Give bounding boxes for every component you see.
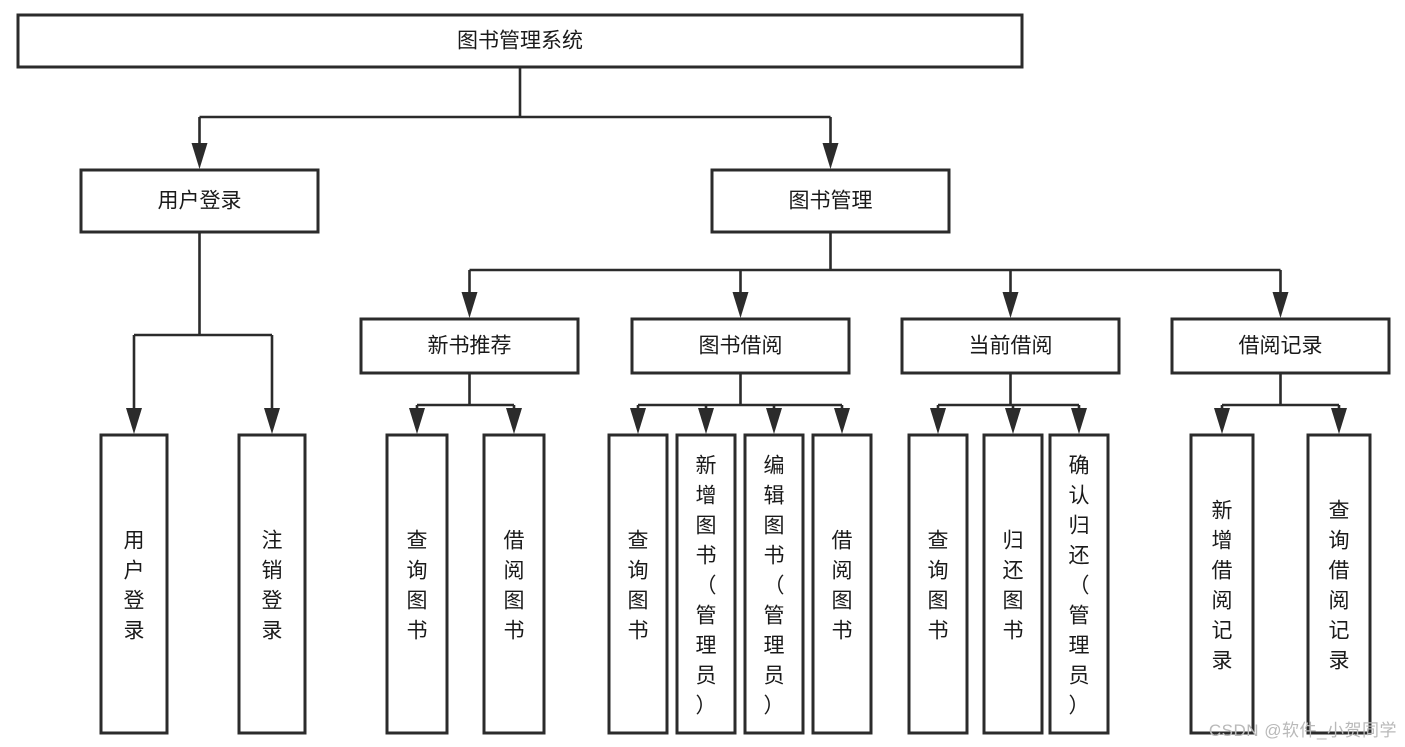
node-label: 新书推荐 <box>428 335 512 358</box>
node-box[interactable] <box>1189 433 1255 735</box>
node-box[interactable] <box>359 317 580 375</box>
node-leaf-edit-book[interactable]: 编辑图书（管理员） <box>743 433 805 735</box>
node-box[interactable] <box>1048 433 1110 735</box>
connector-group-bookmanage-to-level3 <box>461 232 1289 318</box>
node-leaf-query-record[interactable]: 查询借阅记录 <box>1306 433 1372 735</box>
arrow-head-icon <box>506 408 522 434</box>
node-user-login[interactable]: 用户登录 <box>79 168 320 234</box>
node-box[interactable] <box>607 433 669 735</box>
node-label: 用户登录 <box>158 190 242 213</box>
node-box[interactable] <box>1170 317 1391 375</box>
node-label: 归还图书 <box>1003 529 1024 642</box>
node-box[interactable] <box>630 317 851 375</box>
node-leaf-logout[interactable]: 注销登录 <box>237 433 307 735</box>
node-box[interactable] <box>1306 433 1372 735</box>
node-box[interactable] <box>811 433 873 735</box>
node-leaf-confirm-return[interactable]: 确认归还（管理员） <box>1048 433 1110 735</box>
arrow-head-icon <box>126 408 142 434</box>
node-label: 借阅图书 <box>504 529 525 642</box>
arrow-head-icon <box>1071 408 1087 434</box>
node-box[interactable] <box>907 433 969 735</box>
connector-group-currentborrow-to-leaves <box>930 373 1087 434</box>
node-label: 新增图书（管理员） <box>696 454 717 717</box>
node-book-manage[interactable]: 图书管理 <box>710 168 951 234</box>
arrow-head-icon <box>930 408 946 434</box>
arrow-head-icon <box>630 408 646 434</box>
node-label: 当前借阅 <box>969 335 1053 358</box>
node-book-borrow[interactable]: 图书借阅 <box>630 317 851 375</box>
arrow-head-icon <box>461 292 478 318</box>
connector-group-newbookrec-to-leaves <box>409 373 522 434</box>
connector-group-userlogin-to-leaves <box>126 232 280 434</box>
arrow-head-icon <box>1214 408 1230 434</box>
arrow-head-icon <box>1005 408 1021 434</box>
connector-group-bookborrow-to-leaves <box>630 373 850 434</box>
node-leaf-query-book-2[interactable]: 查询图书 <box>607 433 669 735</box>
node-leaf-query-book-3[interactable]: 查询图书 <box>907 433 969 735</box>
node-borrow-record[interactable]: 借阅记录 <box>1170 317 1391 375</box>
node-label: 编辑图书（管理员） <box>764 454 785 717</box>
arrow-head-icon <box>1272 292 1289 318</box>
node-current-borrow[interactable]: 当前借阅 <box>900 317 1121 375</box>
node-box[interactable] <box>79 168 320 234</box>
node-label: 图书借阅 <box>699 335 783 358</box>
node-leaf-add-book[interactable]: 新增图书（管理员） <box>675 433 737 735</box>
arrow-head-icon <box>1002 292 1019 318</box>
node-label: 确认归还（管理员） <box>1069 454 1090 717</box>
node-leaf-user-login[interactable]: 用户登录 <box>99 433 169 735</box>
node-label: 用户登录 <box>124 529 145 642</box>
node-root[interactable]: 图书管理系统 <box>16 13 1024 69</box>
watermark-label: CSDN @软件_小贺同学 <box>1208 721 1397 740</box>
node-box[interactable] <box>982 433 1044 735</box>
node-leaf-return-book[interactable]: 归还图书 <box>982 433 1044 735</box>
node-label: 查询图书 <box>407 529 428 642</box>
connector-layer <box>126 67 1347 434</box>
node-box[interactable] <box>99 433 169 735</box>
node-leaf-query-book-1[interactable]: 查询图书 <box>385 433 449 735</box>
node-leaf-borrow-book-1[interactable]: 借阅图书 <box>482 433 546 735</box>
connector-group-root-to-level2 <box>191 67 839 169</box>
node-box[interactable] <box>710 168 951 234</box>
node-label: 查询图书 <box>928 529 949 642</box>
node-label: 图书管理系统 <box>457 30 583 53</box>
connector-group-borrowrecord-to-leaves <box>1214 373 1347 434</box>
arrow-head-icon <box>191 143 208 169</box>
arrow-head-icon <box>698 408 714 434</box>
node-label: 新增借阅记录 <box>1212 499 1233 672</box>
node-leaf-add-record[interactable]: 新增借阅记录 <box>1189 433 1255 735</box>
node-layer: 图书管理系统用户登录图书管理新书推荐图书借阅当前借阅借阅记录用户登录注销登录查询… <box>16 13 1391 735</box>
node-box[interactable] <box>16 13 1024 69</box>
arrow-head-icon <box>766 408 782 434</box>
arrow-head-icon <box>409 408 425 434</box>
node-box[interactable] <box>675 433 737 735</box>
node-box[interactable] <box>237 433 307 735</box>
arrow-head-icon <box>834 408 850 434</box>
node-label: 查询借阅记录 <box>1329 499 1350 672</box>
node-box[interactable] <box>900 317 1121 375</box>
node-leaf-borrow-book-2[interactable]: 借阅图书 <box>811 433 873 735</box>
node-label: 注销登录 <box>262 529 283 642</box>
node-box[interactable] <box>482 433 546 735</box>
arrow-head-icon <box>264 408 280 434</box>
node-new-book-rec[interactable]: 新书推荐 <box>359 317 580 375</box>
node-box[interactable] <box>743 433 805 735</box>
node-label: 查询图书 <box>628 529 649 642</box>
node-label: 借阅记录 <box>1239 335 1323 358</box>
node-label: 借阅图书 <box>832 529 853 642</box>
arrow-head-icon <box>1331 408 1347 434</box>
node-label: 图书管理 <box>789 190 873 213</box>
arrow-head-icon <box>822 143 839 169</box>
node-box[interactable] <box>385 433 449 735</box>
arrow-head-icon <box>732 292 749 318</box>
